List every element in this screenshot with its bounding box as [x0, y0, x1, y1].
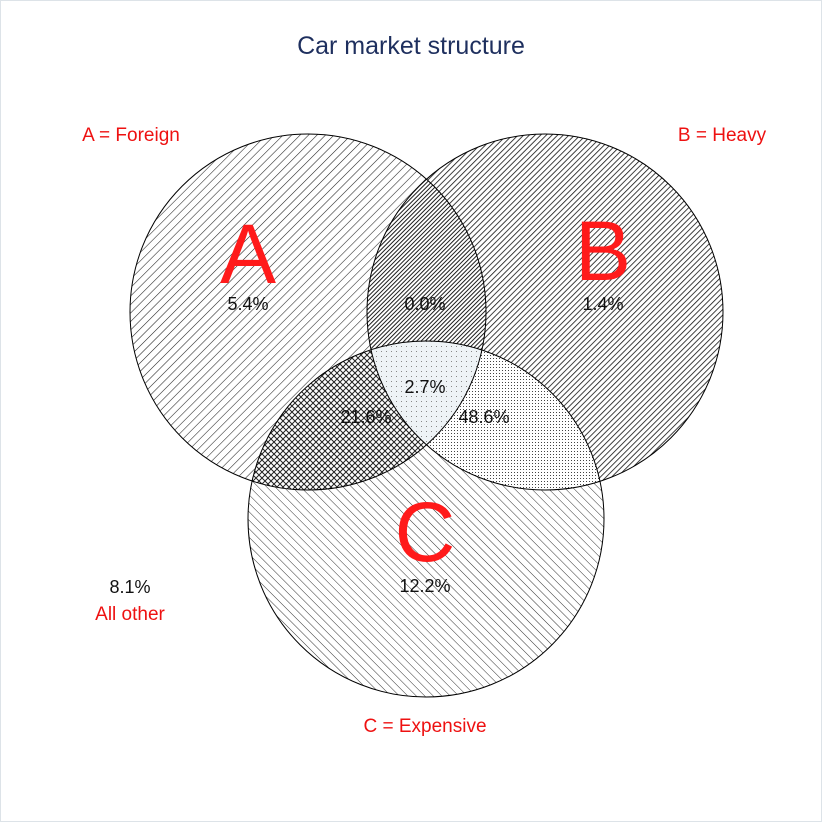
set-b-letter: B [575, 204, 631, 298]
set-a-label: A = Foreign [82, 125, 180, 146]
set-c-outline [247, 340, 605, 698]
set-b-label: B = Heavy [678, 125, 767, 146]
region-a-b-c-value: 2.7% [404, 377, 445, 397]
set-c-label: C = Expensive [363, 716, 486, 737]
set-b-outline [366, 133, 724, 491]
set-a-outline [129, 133, 487, 491]
region-b-c [367, 341, 604, 490]
region-a-b-value: 0.0% [404, 294, 445, 314]
region-a-c-value: 21.6% [340, 407, 391, 427]
outside-value: 8.1% [109, 577, 150, 597]
region-a-c [248, 341, 486, 490]
region-a-value: 5.4% [227, 294, 268, 314]
set-c-letter: C [395, 485, 456, 579]
outside-label: All other [95, 604, 165, 625]
region-b-c-value: 48.6% [458, 407, 509, 427]
chart-title: Car market structure [297, 32, 525, 60]
region-b-value: 1.4% [582, 294, 623, 314]
set-a-letter: A [220, 207, 276, 301]
region-c-value: 12.2% [399, 576, 450, 596]
